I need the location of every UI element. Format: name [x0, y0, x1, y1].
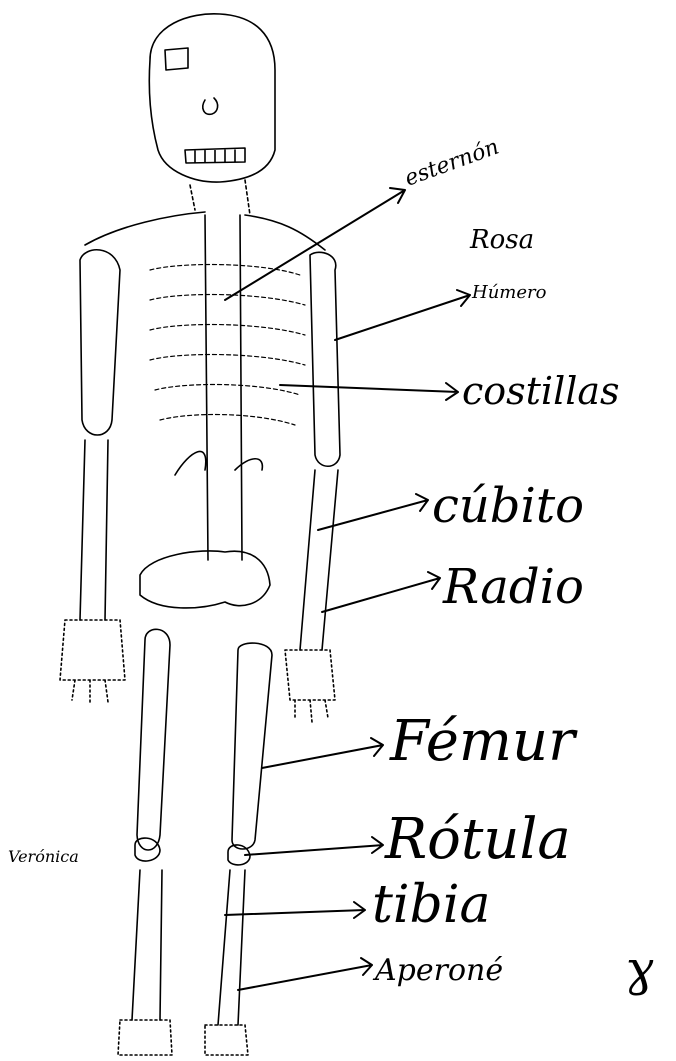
- label-radio: Radio: [442, 559, 584, 615]
- label-costillas: costillas: [462, 369, 620, 413]
- label-mark: ɣ: [625, 941, 654, 997]
- label-rotula: Rótula: [384, 807, 571, 872]
- label-author-veronica: Verónica: [8, 847, 79, 866]
- label-femur: Fémur: [389, 709, 578, 774]
- label-humero: Húmero: [471, 282, 547, 303]
- label-cubito: cúbito: [432, 478, 584, 534]
- label-perone: Aperoné: [372, 953, 503, 988]
- label-tibia: tibia: [372, 875, 490, 935]
- label-author-rosa: Rosa: [469, 225, 534, 255]
